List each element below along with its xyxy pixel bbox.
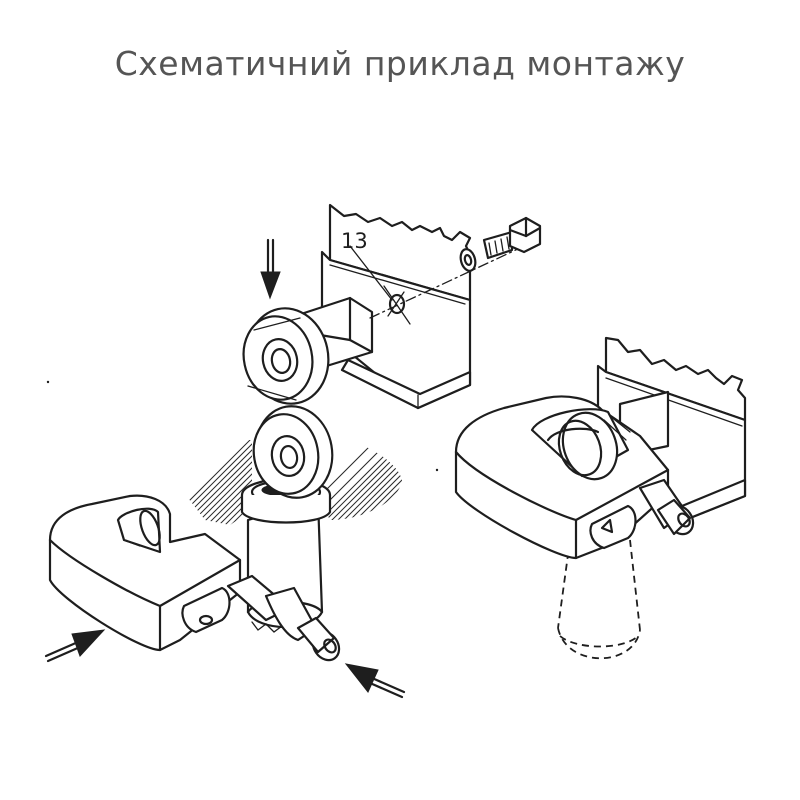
left-clamp-assembly (44, 405, 406, 699)
top-roller-wheel (242, 307, 330, 405)
washer (459, 248, 477, 272)
bolt (482, 216, 542, 260)
part-number-callout: 13 (341, 229, 368, 253)
down-arrow-icon (260, 238, 281, 300)
left-arrow-icon (344, 663, 406, 699)
left-clamp-body (48, 494, 242, 652)
right-nozzle (638, 478, 695, 536)
right-bracket-plate (604, 336, 747, 422)
left-roller-wheel (252, 405, 334, 499)
mounting-hole (388, 293, 406, 315)
left-cam-plate (181, 586, 231, 634)
right-cam-plate (589, 504, 637, 550)
page-title: Схематичний приклад монтажу (114, 44, 686, 83)
top-bracket-assembly: 13 (242, 203, 542, 410)
left-nozzle (226, 574, 341, 662)
right-assembled-view (454, 336, 747, 660)
right-arrow-icon (44, 629, 106, 663)
